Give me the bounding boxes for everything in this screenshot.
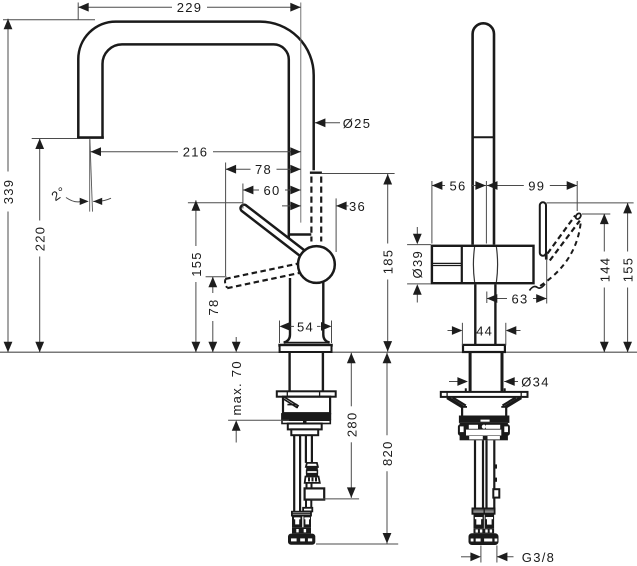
svg-text:36: 36: [349, 199, 366, 214]
svg-text:Ø34: Ø34: [521, 375, 549, 390]
svg-text:78: 78: [206, 298, 221, 315]
svg-text:216: 216: [183, 145, 209, 160]
svg-text:185: 185: [381, 249, 396, 275]
svg-text:155: 155: [621, 257, 636, 283]
svg-text:G3/8: G3/8: [522, 550, 555, 565]
svg-text:280: 280: [344, 412, 359, 438]
svg-text:4: 4: [476, 324, 483, 339]
svg-text:54: 54: [297, 319, 314, 334]
svg-text:4: 4: [485, 324, 492, 339]
svg-text:Ø39: Ø39: [410, 250, 425, 278]
svg-text:820: 820: [380, 440, 395, 466]
svg-text:78: 78: [255, 162, 272, 177]
svg-text:155: 155: [189, 251, 204, 277]
svg-text:339: 339: [1, 179, 16, 205]
svg-text:56: 56: [449, 179, 466, 194]
svg-text:220: 220: [33, 226, 48, 252]
svg-text:144: 144: [597, 257, 612, 283]
svg-text:2°: 2°: [49, 183, 70, 204]
svg-text:60: 60: [263, 183, 280, 198]
svg-text:99: 99: [528, 179, 545, 194]
svg-text:Ø25: Ø25: [343, 116, 371, 131]
svg-text:max. 70: max. 70: [229, 360, 244, 415]
svg-text:63: 63: [511, 292, 528, 307]
svg-text:229: 229: [177, 0, 203, 15]
